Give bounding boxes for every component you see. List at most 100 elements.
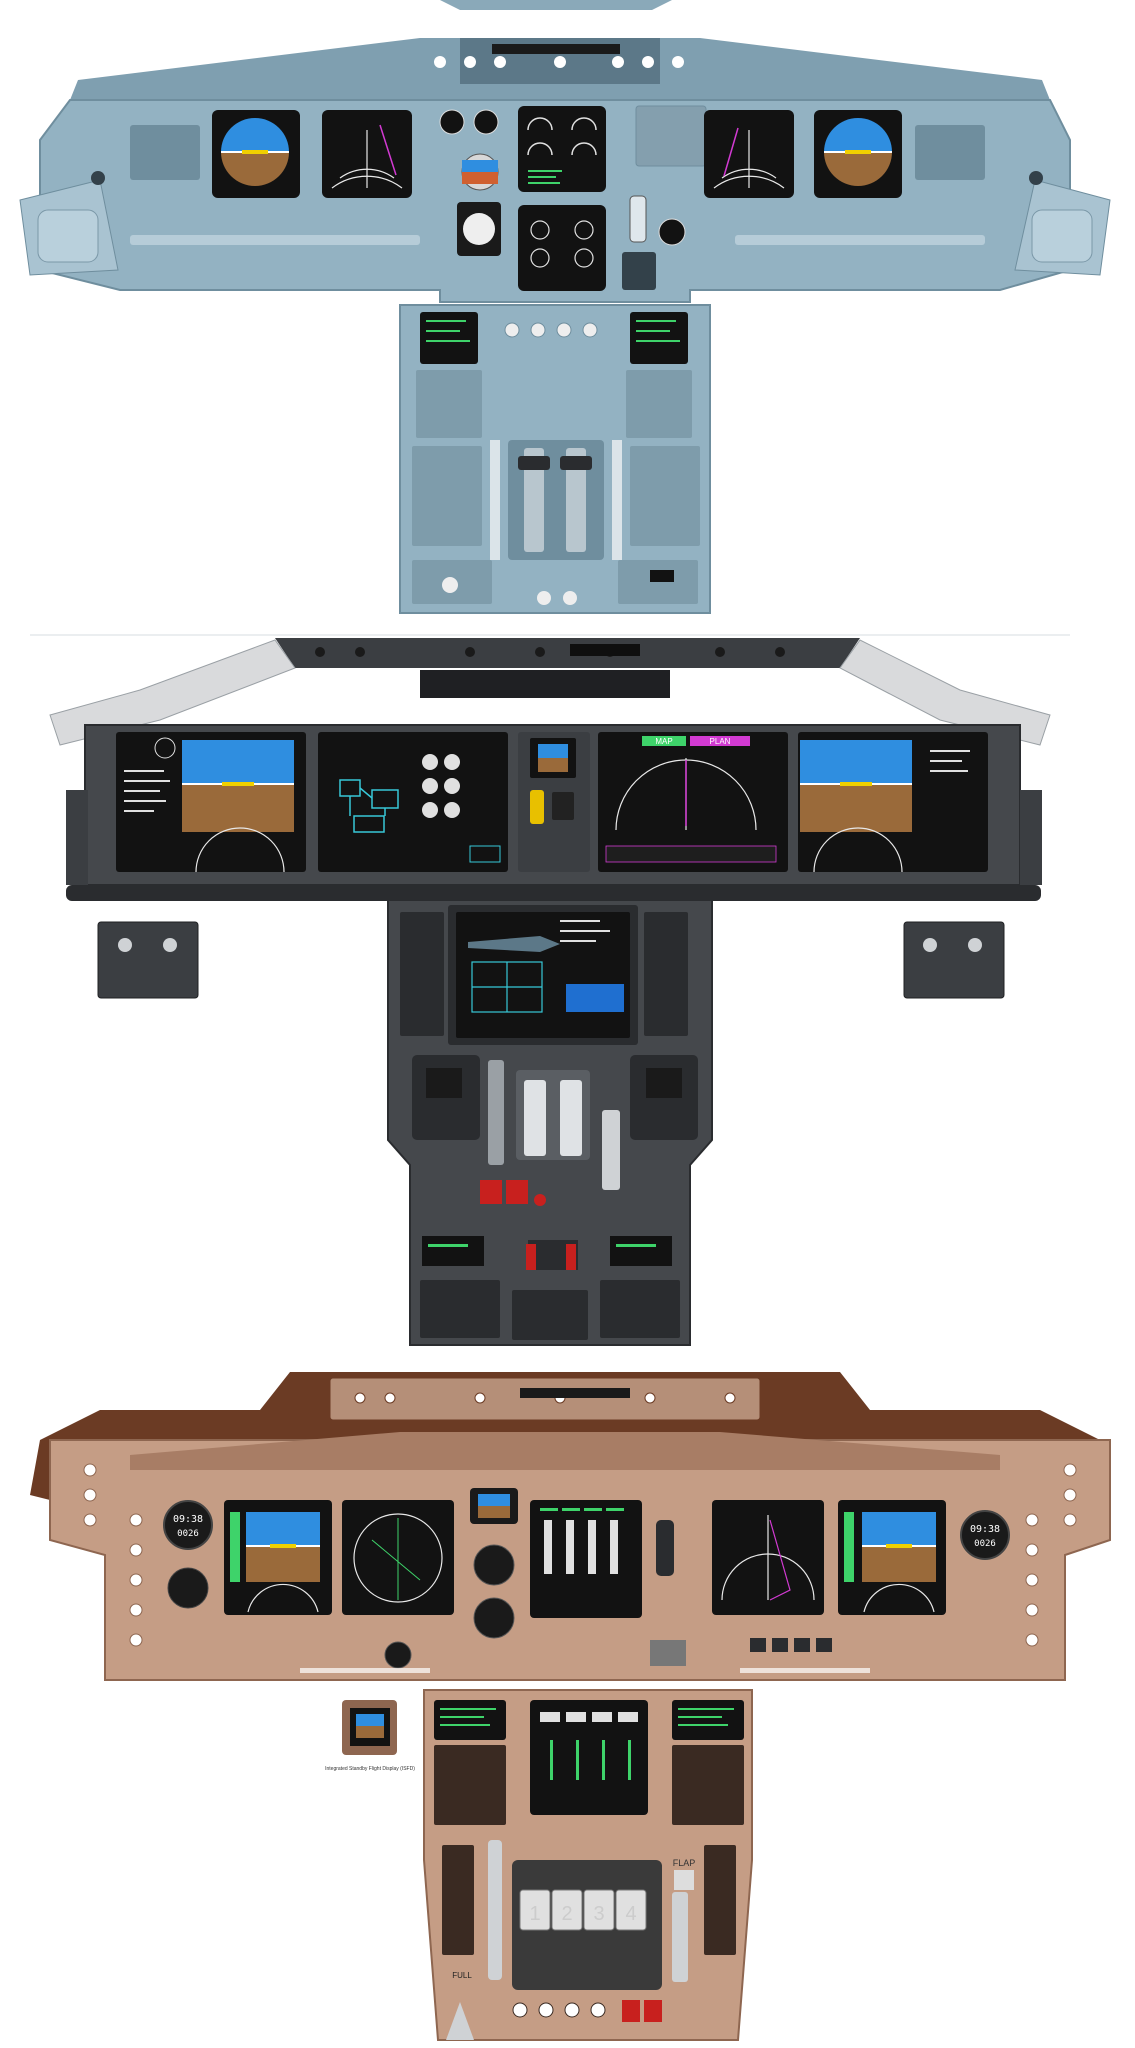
b787-map-tab [642, 736, 686, 746]
b787-mcp-display [570, 644, 640, 656]
b747-upper-panel-shade [130, 1432, 1000, 1470]
b787-headset-knobs [118, 938, 982, 952]
airbus-mcdu-text [426, 320, 680, 342]
b787-lower-pedestal-panels [420, 1280, 680, 1340]
b747-pfd-speed-tape [230, 1512, 240, 1582]
compass-rose-icon [713, 130, 785, 189]
attitude-indicator-icon [800, 740, 912, 832]
b747-lower-eicas-lines [550, 1740, 631, 1780]
b787-synoptic-diagram [339, 779, 399, 833]
b747-fo-clock [960, 1510, 1010, 1560]
b787-flap-lever [602, 1110, 620, 1190]
b747-captain-clock-time: 09:38 [173, 1514, 203, 1525]
airbus-atc-display [650, 570, 674, 582]
b787-right-radio [610, 1236, 672, 1266]
b787-fire-handle-2 [566, 1244, 576, 1270]
airbus-lower-knobs [442, 577, 577, 605]
b747-fo-route [769, 1519, 791, 1601]
airbus-fcu-display [492, 44, 620, 54]
b787-standby-sky [538, 744, 568, 758]
airbus-fcu-knobs [434, 56, 684, 68]
b787-clock-icon [154, 737, 176, 759]
b747-left-cdu-screen [434, 1700, 506, 1740]
b787-aircraft-plan-view [468, 936, 560, 952]
b787-left-headset-panel [97, 921, 199, 999]
attitude-indicator-icon [246, 1512, 320, 1582]
b787-right-headset-panel [903, 921, 1005, 999]
round-gauge-icon [473, 1597, 515, 1639]
b747-fo-clock-elapsed: 0026 [974, 1539, 996, 1549]
airbus-left-switch-block [130, 125, 200, 180]
airbus-mcdu-keypads [416, 370, 692, 438]
b747-bottom-knobs [512, 2002, 606, 2018]
b787-right-hud-control [646, 1068, 682, 1098]
b787-speedbrake [488, 1060, 504, 1165]
b747-left-rail [300, 1668, 430, 1673]
b747-fuel-cutoff-2 [644, 2000, 662, 2022]
throttle-lever-icon [560, 1080, 582, 1156]
b747-eicas-tapes [544, 1520, 618, 1574]
airbus-left-rail [130, 235, 420, 245]
b747-thrust-lever-3: 3 [593, 1903, 604, 1925]
airbus-right-switch-block [915, 125, 985, 180]
airbus-standby-gauge-right [473, 109, 499, 135]
b747-left-side-knobs [83, 1463, 143, 1647]
compass-rose-icon [721, 1515, 815, 1601]
b747-trim-handle [446, 2002, 474, 2040]
boeing747-cockpit: 09:38 0026 [30, 1372, 1111, 2041]
b747-autobrake-panel [650, 1640, 686, 1666]
b747-cdu-keypads [434, 1745, 744, 1825]
airbus-right-trim-wheel [612, 440, 622, 560]
airbus-right-knob [1029, 171, 1043, 185]
b747-lower-eicas [530, 1700, 648, 1815]
b787-info-box [566, 984, 624, 1012]
airbus-left-trim-wheel [490, 440, 500, 560]
b787-engine-switch [534, 1194, 546, 1206]
b747-fuel-cutoff-1 [622, 2000, 640, 2022]
airbus-left-mcdu-screen [420, 312, 478, 364]
b747-flap-label: FLAP [673, 1858, 696, 1868]
b787-autobrake [552, 792, 574, 820]
b787-mcp-panel [275, 638, 860, 668]
airbus-standby-sky [462, 160, 498, 172]
b787-right-glareshield-wing [839, 639, 1051, 746]
airbus-upper-ecam [518, 106, 606, 192]
b747-isfd-sky [356, 1714, 384, 1726]
round-gauge-icon [473, 1544, 515, 1586]
b787-standby-ground [538, 758, 568, 772]
compass-rose-icon [863, 1583, 935, 1613]
throttle-lever-icon [518, 456, 550, 470]
airbus-gear-lever [629, 195, 647, 243]
b787-map-mode: MAP [655, 737, 672, 746]
airbus-standby-gauge-left [439, 109, 465, 135]
airbus-clock [658, 218, 686, 246]
b787-door-synoptic [471, 961, 543, 1013]
b747-thrust-lever-1: 1 [529, 1903, 540, 1925]
b787-nd [598, 732, 788, 872]
b787-vsd-strip [605, 845, 777, 863]
b787-right-side-block [1020, 790, 1042, 885]
b787-radio-digits [428, 1244, 656, 1247]
b747-mcp [329, 1377, 761, 1421]
b787-engine-gauges [422, 754, 460, 818]
b787-left-radio [422, 1236, 484, 1266]
airbus-sd-gauges [530, 220, 594, 268]
b787-fuel-cutoff-1 [480, 1180, 502, 1204]
b747-lower-eicas-values [540, 1712, 638, 1722]
b787-gear-lever [530, 790, 544, 824]
b787-cdu-keypads [400, 912, 688, 1036]
b787-left-hud-control [426, 1068, 462, 1098]
attitude-indicator-icon [862, 1512, 936, 1582]
round-gauge-icon [463, 213, 495, 245]
b747-standby-sky [478, 1494, 510, 1506]
airbus-isis-panel [635, 105, 707, 167]
airbus-left-knob [91, 171, 105, 185]
b787-fo-aux-text [930, 750, 970, 772]
b787-left-glareshield-wing [49, 639, 296, 746]
b787-fuel-cutoff-2 [506, 1180, 528, 1204]
airbus-overhead-edge [440, 0, 672, 10]
b747-isfd-ground [356, 1726, 384, 1738]
airbus-cockpit [19, 0, 1111, 614]
b787-fire-handle-1 [526, 1244, 536, 1270]
